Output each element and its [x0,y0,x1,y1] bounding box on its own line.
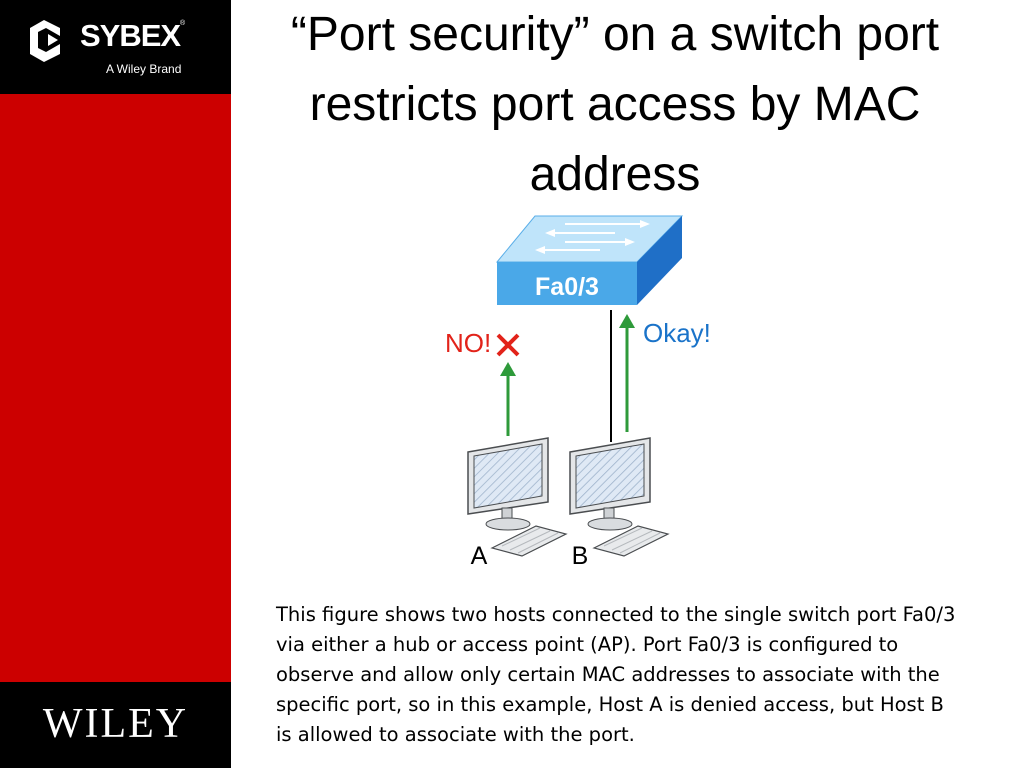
sidebar [0,0,231,768]
registered-mark: ® [180,20,185,27]
allowed-label: Okay! [643,318,711,348]
sybex-logo-block: SYBEX ® A Wiley Brand [0,0,231,94]
wiley-wordmark: WILEY [0,700,231,748]
x-mark-icon [498,335,518,355]
denied-label: NO! [445,328,491,358]
sybex-tagline: A Wiley Brand [106,62,181,76]
keyboard-icon [492,526,566,556]
host-b-label: B [572,542,589,570]
sybex-emblem-icon [30,20,74,62]
host-a-label: A [471,542,488,570]
slide-title: “Port security” on a switch port restric… [250,0,980,210]
switch-port-label: Fa0/3 [535,273,599,301]
desktop-computer-icon [570,438,650,530]
desktop-computer-icon [468,438,548,530]
up-arrow-icon [619,314,635,432]
port-security-diagram: Fa0/3 Okay! NO! A [420,205,720,575]
figure-caption: This figure shows two hosts connected to… [276,600,956,750]
up-arrow-icon [500,362,516,436]
sybex-wordmark: SYBEX [80,18,180,54]
keyboard-icon [594,526,668,556]
